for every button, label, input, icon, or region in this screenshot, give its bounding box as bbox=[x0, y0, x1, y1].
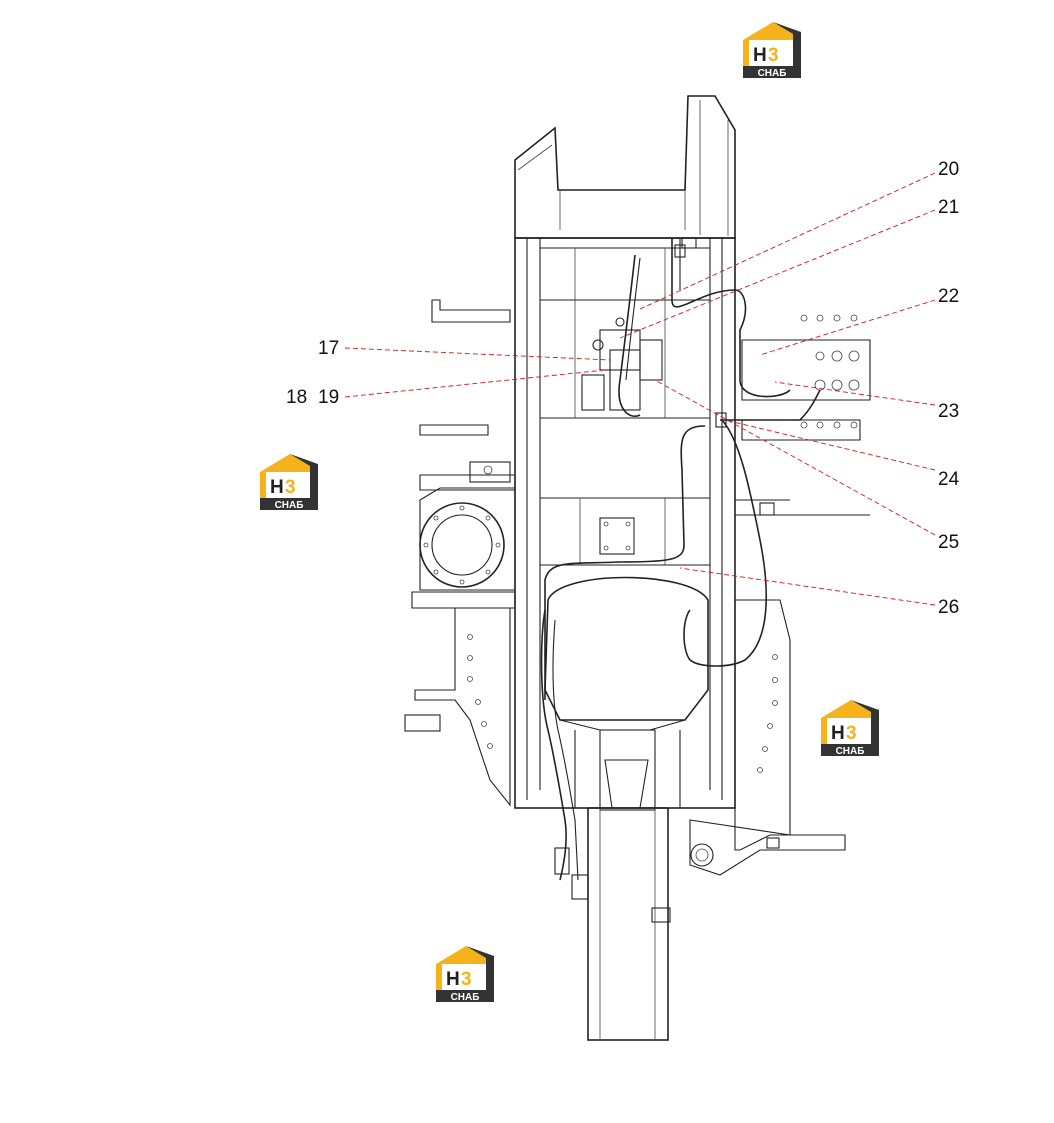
leader-lines bbox=[344, 172, 936, 606]
frame-drawing bbox=[404, 95, 871, 1041]
callout-17: 17 bbox=[318, 338, 339, 359]
callout-20: 20 bbox=[938, 159, 959, 180]
svg-text:CHAБ: CHAБ bbox=[836, 746, 865, 757]
callout-25: 25 bbox=[938, 532, 959, 553]
callout-24: 24 bbox=[938, 469, 960, 490]
callout-18: 18 bbox=[286, 387, 307, 408]
callout-23: 23 bbox=[938, 401, 959, 422]
watermark-logo-top: CHAБ bbox=[743, 22, 801, 79]
watermark-logo-bottom: CHAБ bbox=[436, 946, 494, 1003]
callout-26: 26 bbox=[938, 597, 959, 618]
svg-text:CHAБ: CHAБ bbox=[758, 68, 787, 79]
svg-text:CHAБ: CHAБ bbox=[451, 992, 480, 1003]
watermark-logo-right: CHAБ bbox=[821, 700, 879, 757]
callout-19: 19 bbox=[318, 387, 339, 408]
svg-text:CHAБ: CHAБ bbox=[275, 500, 304, 511]
watermark-logo-left: CHAБ bbox=[260, 454, 318, 511]
callout-21: 21 bbox=[938, 197, 959, 218]
callout-22: 22 bbox=[938, 286, 959, 307]
